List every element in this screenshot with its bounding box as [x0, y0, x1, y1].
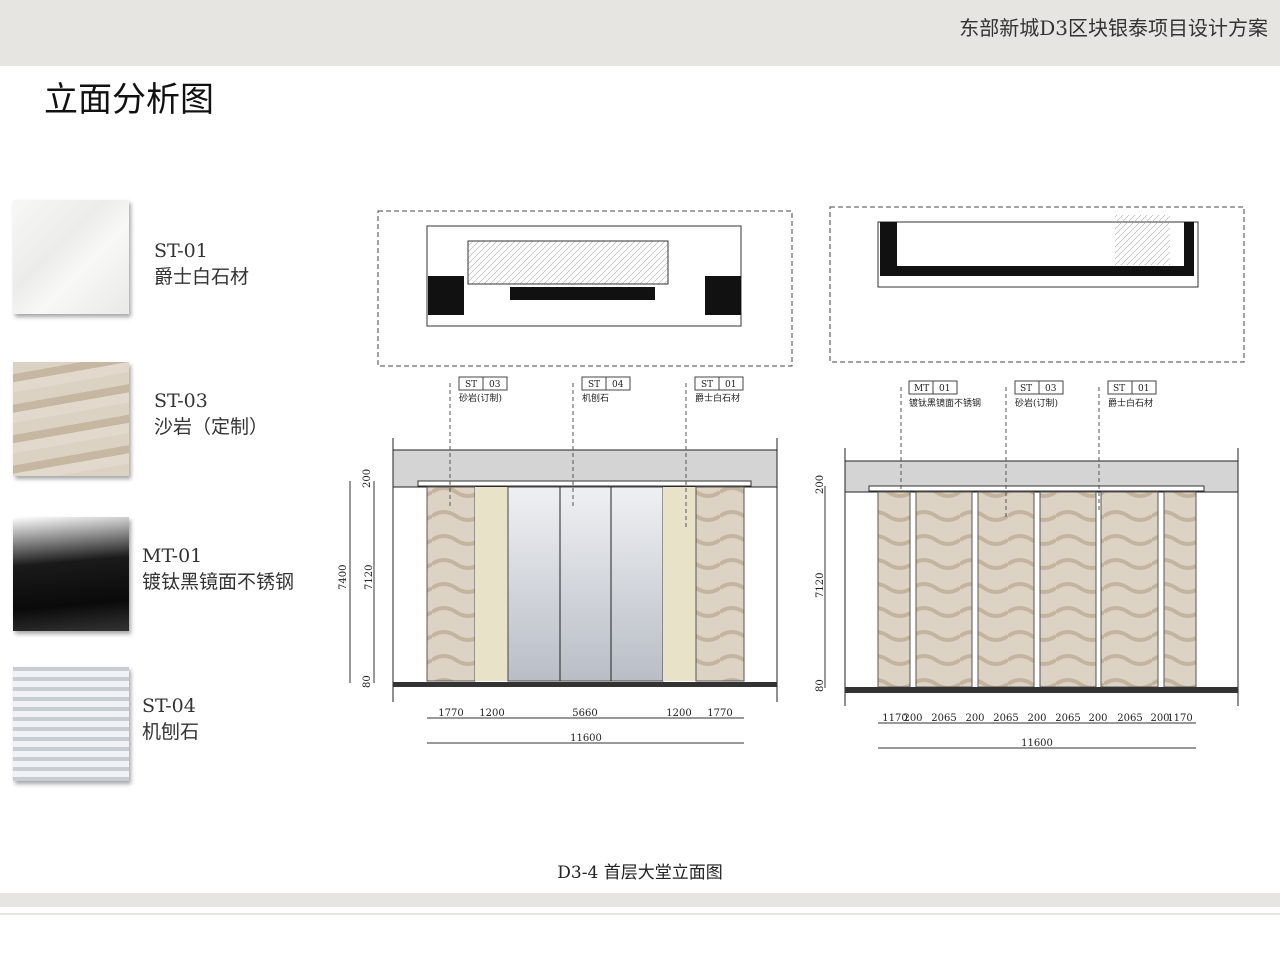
- project-title: 东部新城D3区块银泰项目设计方案: [959, 16, 1268, 40]
- svg-text:03: 03: [1045, 384, 1057, 394]
- svg-text:2065: 2065: [1055, 713, 1080, 724]
- material-swatch-st04: [13, 667, 129, 781]
- svg-text:ST: ST: [1113, 384, 1125, 394]
- svg-text:MT: MT: [914, 384, 929, 394]
- svg-text:1770: 1770: [707, 708, 732, 719]
- material-swatch-st01: [13, 200, 129, 314]
- svg-text:砂岩(订制): 砂岩(订制): [459, 392, 502, 404]
- svg-text:ST: ST: [701, 380, 713, 390]
- svg-text:镀钛黑镜面不锈钢: 镀钛黑镜面不锈钢: [909, 397, 981, 409]
- svg-text:1170: 1170: [1167, 713, 1192, 724]
- svg-text:爵士白石材: 爵士白石材: [695, 392, 740, 404]
- svg-text:200: 200: [815, 475, 826, 494]
- svg-text:7120: 7120: [364, 565, 375, 590]
- elevation-right: 200 7120 80 MT 01 镀钛黑镜面不锈钢 ST 03 砂岩(订制) ST…: [815, 380, 1239, 749]
- tag-st03: ST 03 砂岩(订制): [449, 376, 508, 508]
- footer-line: [0, 913, 1280, 915]
- drawing-caption: D3-4 首层大堂立面图: [557, 863, 723, 883]
- svg-text:1170: 1170: [882, 713, 907, 724]
- svg-text:爵士白石材: 爵士白石材: [1108, 397, 1153, 409]
- tag-st01-right: ST 01 爵士白石材: [1098, 380, 1157, 513]
- svg-text:ST: ST: [465, 380, 477, 390]
- svg-text:80: 80: [362, 675, 373, 688]
- svg-text:80: 80: [815, 679, 826, 692]
- svg-text:200: 200: [965, 713, 984, 724]
- material-swatch-mt01: [13, 517, 129, 631]
- svg-text:7400: 7400: [338, 565, 349, 590]
- svg-text:200: 200: [1088, 713, 1107, 724]
- svg-text:7120: 7120: [815, 573, 826, 598]
- svg-text:2065: 2065: [1117, 713, 1142, 724]
- tag-st04: ST 04 机刨石: [572, 376, 631, 508]
- svg-text:01: 01: [725, 380, 736, 390]
- footer-bar: [0, 893, 1280, 907]
- tag-st01: ST 01 爵士白石材: [685, 376, 744, 528]
- svg-text:04: 04: [612, 380, 624, 390]
- page-title: 立面分析图: [44, 80, 214, 120]
- svg-text:200: 200: [1150, 713, 1169, 724]
- svg-text:200: 200: [362, 469, 373, 488]
- svg-text:机刨石: 机刨石: [582, 392, 609, 404]
- svg-text:200: 200: [903, 713, 922, 724]
- header-bar: [0, 0, 1280, 66]
- svg-text:5660: 5660: [572, 708, 597, 719]
- material-swatch-st03: [13, 362, 129, 476]
- svg-text:ST: ST: [588, 380, 600, 390]
- svg-text:11600: 11600: [570, 733, 602, 744]
- svg-text:1770: 1770: [438, 708, 463, 719]
- svg-text:01: 01: [1138, 384, 1149, 394]
- svg-text:200: 200: [1027, 713, 1046, 724]
- tag-st03-right: ST 03 砂岩(订制): [1005, 380, 1064, 517]
- plan-right: [829, 206, 1245, 363]
- elevation-left: 200 7120 80 7400 ST 03 砂岩(订制) ST 04 机刨石 ST…: [338, 376, 778, 744]
- tag-mt01: MT 01 镀钛黑镜面不锈钢: [900, 380, 981, 492]
- svg-text:03: 03: [489, 380, 501, 390]
- plan-left: [377, 210, 793, 367]
- svg-text:2065: 2065: [993, 713, 1018, 724]
- svg-text:11600: 11600: [1021, 738, 1053, 749]
- svg-text:01: 01: [939, 384, 950, 394]
- svg-text:2065: 2065: [931, 713, 956, 724]
- svg-text:ST: ST: [1020, 384, 1032, 394]
- svg-text:砂岩(订制): 砂岩(订制): [1015, 397, 1058, 409]
- svg-text:1200: 1200: [479, 708, 504, 719]
- svg-text:1200: 1200: [666, 708, 691, 719]
